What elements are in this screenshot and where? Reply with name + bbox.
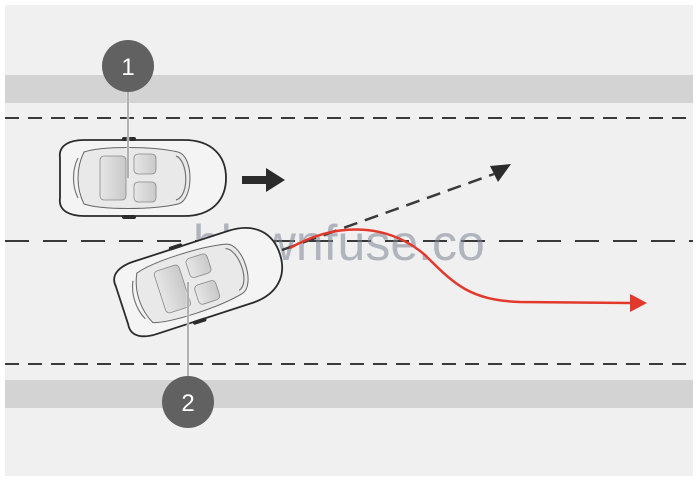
callout-2-badge xyxy=(162,376,214,428)
bottom-shoulder xyxy=(5,380,693,408)
callout-1: 1 xyxy=(102,40,154,178)
predicted-path xyxy=(281,164,511,252)
vehicle-2 xyxy=(113,227,284,338)
avoidance-path xyxy=(289,228,647,312)
callout-2-number: 2 xyxy=(181,390,194,417)
arrow-right-icon xyxy=(242,168,285,192)
callout-1-number: 1 xyxy=(121,54,134,81)
vehicle-1 xyxy=(59,137,227,219)
red-arrow-icon xyxy=(630,294,647,312)
dashed-arrow-icon xyxy=(490,164,511,182)
callout-2: 2 xyxy=(162,282,214,428)
callout-1-badge xyxy=(102,40,154,92)
